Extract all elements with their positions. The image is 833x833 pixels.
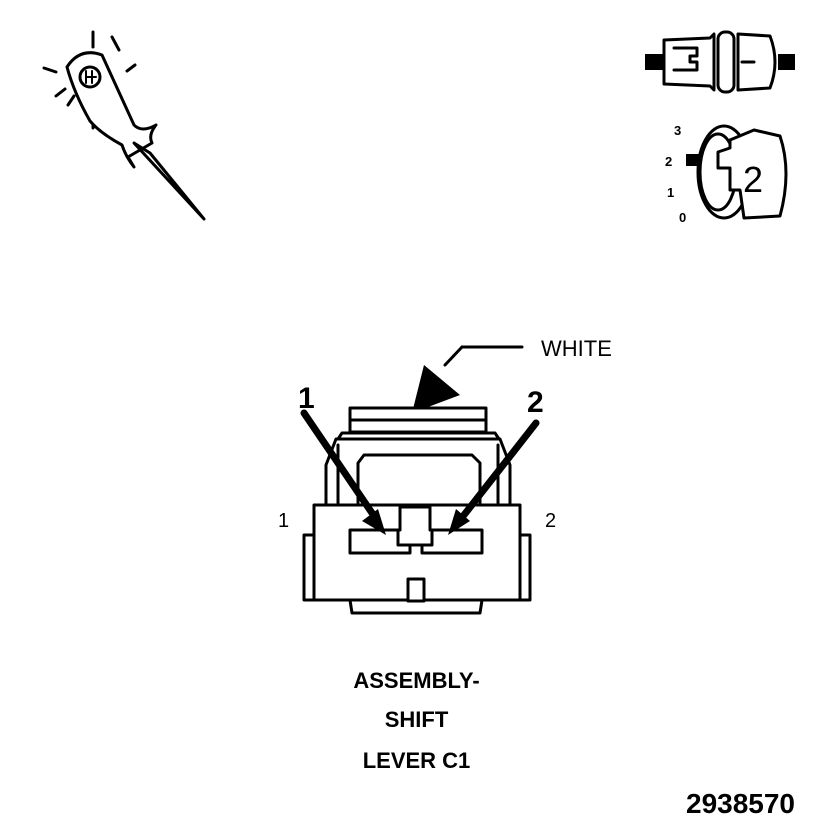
- key-scale-2: 2: [665, 154, 673, 169]
- pin-cavity-left: [348, 528, 412, 555]
- connector-color-label: WHITE: [541, 336, 612, 361]
- test-probe-icon: [42, 30, 206, 221]
- figure-number: 2938570: [686, 788, 796, 819]
- connector-pair-icon: [645, 30, 795, 94]
- key-scale-1: 1: [667, 185, 675, 200]
- key-scale-0: 0: [679, 210, 687, 225]
- callout-number-1: 1: [298, 382, 315, 415]
- caption-line-3: LEVER C1: [362, 748, 471, 773]
- caption-line-1: ASSEMBLY-: [353, 668, 480, 693]
- caption-line-2: SHIFT: [384, 707, 449, 732]
- callout-number-2: 2: [527, 386, 544, 419]
- connector-face-drawing: [300, 345, 540, 615]
- pin-label-1: 1: [278, 510, 290, 532]
- pin-label-2: 2: [545, 510, 557, 532]
- callout-arrow-1: [300, 409, 376, 517]
- white-leader-arrow: [412, 365, 460, 413]
- callout-arrow-2: [460, 419, 540, 519]
- ignition-key-icon: [686, 124, 788, 220]
- key-position-number: 2: [743, 159, 764, 200]
- key-scale-3: 3: [674, 123, 682, 138]
